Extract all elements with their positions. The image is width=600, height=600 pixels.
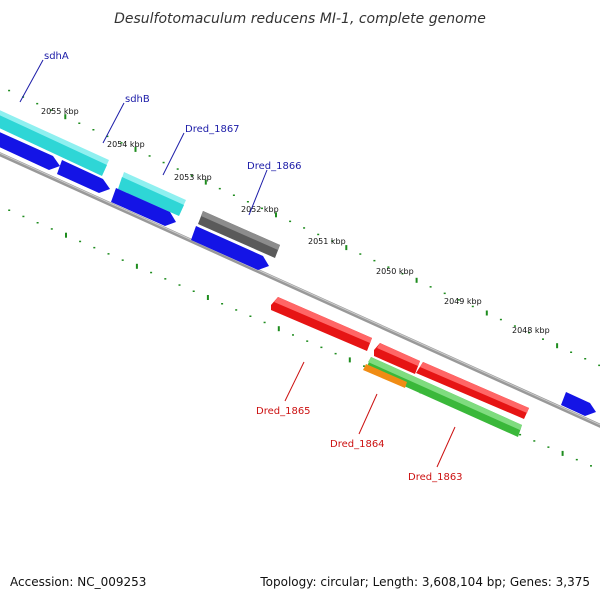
tick-label: 2049 kbp <box>444 297 482 306</box>
label-leader-line <box>284 361 305 402</box>
gene-label-Dred_1867[interactable]: Dred_1867 <box>185 124 240 135</box>
gene-label-Dred_1866[interactable]: Dred_1866 <box>247 161 302 172</box>
gene-label-Dred_1864[interactable]: Dred_1864 <box>330 439 385 450</box>
label-leader-line <box>162 132 185 176</box>
accession-text: Accession: NC_009253 <box>10 575 146 589</box>
gene-feature-sdhA[interactable] <box>0 113 107 176</box>
genome-summary-text: Topology: circular; Length: 3,608,104 bp… <box>259 575 590 589</box>
gene-feature-blue[interactable] <box>191 226 269 270</box>
gene-feature-blue[interactable] <box>111 188 176 226</box>
tick-label: 2054 kbp <box>107 140 145 149</box>
gene-feature-Dred_1865[interactable] <box>274 297 372 343</box>
gene-feature-blue[interactable] <box>561 392 596 416</box>
tick-label: 2048 kbp <box>512 326 550 335</box>
label-leader-line <box>248 169 268 216</box>
gene-label-sdhB[interactable]: sdhB <box>125 94 150 105</box>
gene-feature-red[interactable] <box>377 343 420 366</box>
tick-row-outer <box>8 89 600 367</box>
gene-feature-blue[interactable] <box>0 130 60 170</box>
tick-label: 2052 kbp <box>241 205 279 214</box>
tick-label: 2050 kbp <box>376 267 414 276</box>
gene-feature-sdhB[interactable] <box>118 177 184 216</box>
gene-feature-blue[interactable] <box>57 160 110 193</box>
map-title: Desulfotomaculum reducens MI-1, complete… <box>114 11 486 27</box>
tick-label: 2051 kbp <box>308 237 346 246</box>
gene-feature-Dred_1863[interactable] <box>368 357 522 430</box>
gene-feature-red[interactable] <box>420 362 529 413</box>
genome-backbone <box>0 152 600 428</box>
genome-backbone-highlight <box>0 152 600 426</box>
gene-label-Dred_1865[interactable]: Dred_1865 <box>256 406 311 417</box>
gene-feature-Dred_1866[interactable] <box>201 211 280 250</box>
gene-feature-Dred_1864[interactable] <box>363 364 407 388</box>
tick-label: 2053 kbp <box>174 173 212 182</box>
gene-label-Dred_1863[interactable]: Dred_1863 <box>408 472 463 483</box>
label-leader-line <box>358 393 378 435</box>
label-leader-line <box>436 426 456 468</box>
label-leader-line <box>19 59 44 103</box>
tick-label: 2055 kbp <box>41 107 79 116</box>
label-leader-line <box>102 102 125 144</box>
gene-label-sdhA[interactable]: sdhA <box>44 51 69 62</box>
